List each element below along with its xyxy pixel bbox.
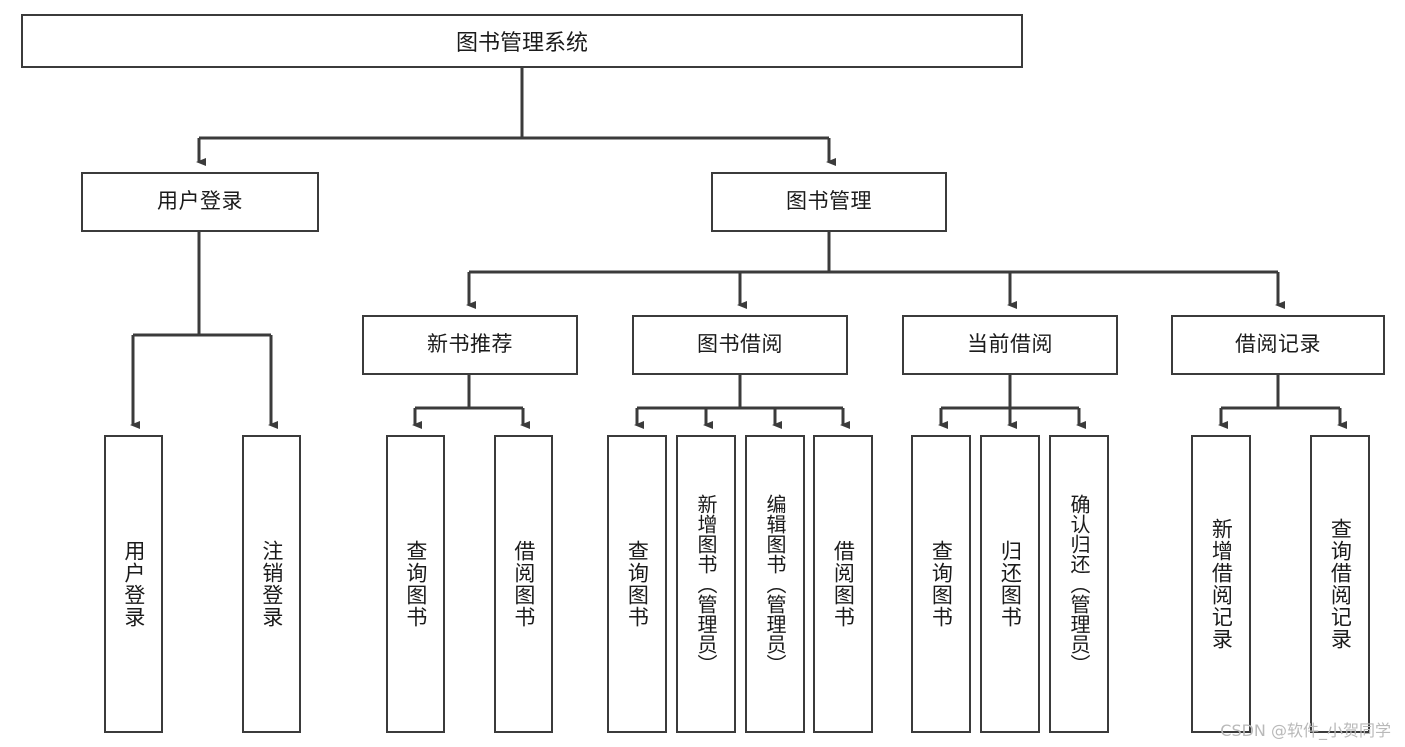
leaf-label: 查询图书 [625, 540, 650, 628]
leaf-current-borrow-confirm[interactable]: 确认归还（管理员） [1049, 435, 1109, 733]
leaf-label: 编辑图书（管理员） [763, 494, 787, 674]
leaf-label: 查询图书 [403, 540, 428, 628]
leaf-label: 借阅图书 [511, 540, 536, 628]
node-label: 图书借阅 [697, 332, 783, 357]
node-root-system[interactable]: 图书管理系统 [21, 14, 1023, 68]
node-label: 当前借阅 [967, 332, 1053, 357]
leaf-label: 查询图书 [929, 540, 954, 628]
leaf-user-login-logout[interactable]: 注销登录 [242, 435, 301, 733]
leaf-label: 归还图书 [998, 540, 1023, 628]
node-new-book-recommend[interactable]: 新书推荐 [362, 315, 578, 375]
node-label: 新书推荐 [427, 332, 513, 357]
node-borrow-record[interactable]: 借阅记录 [1171, 315, 1385, 375]
leaf-label: 查询借阅记录 [1328, 518, 1353, 650]
leaf-borrow-record-query[interactable]: 查询借阅记录 [1310, 435, 1370, 733]
watermark: CSDN @软件_小贺同学 [1220, 721, 1391, 740]
node-current-borrow[interactable]: 当前借阅 [902, 315, 1118, 375]
leaf-label: 用户登录 [121, 540, 146, 628]
node-label: 借阅记录 [1235, 332, 1321, 357]
leaf-label: 新增借阅记录 [1209, 518, 1234, 650]
leaf-label: 借阅图书 [831, 540, 856, 628]
leaf-user-login-login[interactable]: 用户登录 [104, 435, 163, 733]
node-label: 用户登录 [157, 189, 243, 214]
leaf-label: 新增图书（管理员） [694, 494, 718, 674]
leaf-current-borrow-query[interactable]: 查询图书 [911, 435, 971, 733]
leaf-book-borrow-query[interactable]: 查询图书 [607, 435, 667, 733]
leaf-book-borrow-borrow[interactable]: 借阅图书 [813, 435, 873, 733]
node-user-login[interactable]: 用户登录 [81, 172, 319, 232]
node-book-management[interactable]: 图书管理 [711, 172, 947, 232]
leaf-new-book-borrow[interactable]: 借阅图书 [494, 435, 553, 733]
leaf-current-borrow-return[interactable]: 归还图书 [980, 435, 1040, 733]
leaf-label: 注销登录 [259, 540, 284, 628]
node-label: 图书管理系统 [455, 31, 588, 56]
leaf-borrow-record-add[interactable]: 新增借阅记录 [1191, 435, 1251, 733]
leaf-label: 确认归还（管理员） [1067, 494, 1091, 674]
leaf-book-borrow-edit[interactable]: 编辑图书（管理员） [745, 435, 805, 733]
leaf-new-book-query[interactable]: 查询图书 [386, 435, 445, 733]
node-label: 图书管理 [786, 189, 872, 214]
leaf-book-borrow-add[interactable]: 新增图书（管理员） [676, 435, 736, 733]
node-book-borrow[interactable]: 图书借阅 [632, 315, 848, 375]
